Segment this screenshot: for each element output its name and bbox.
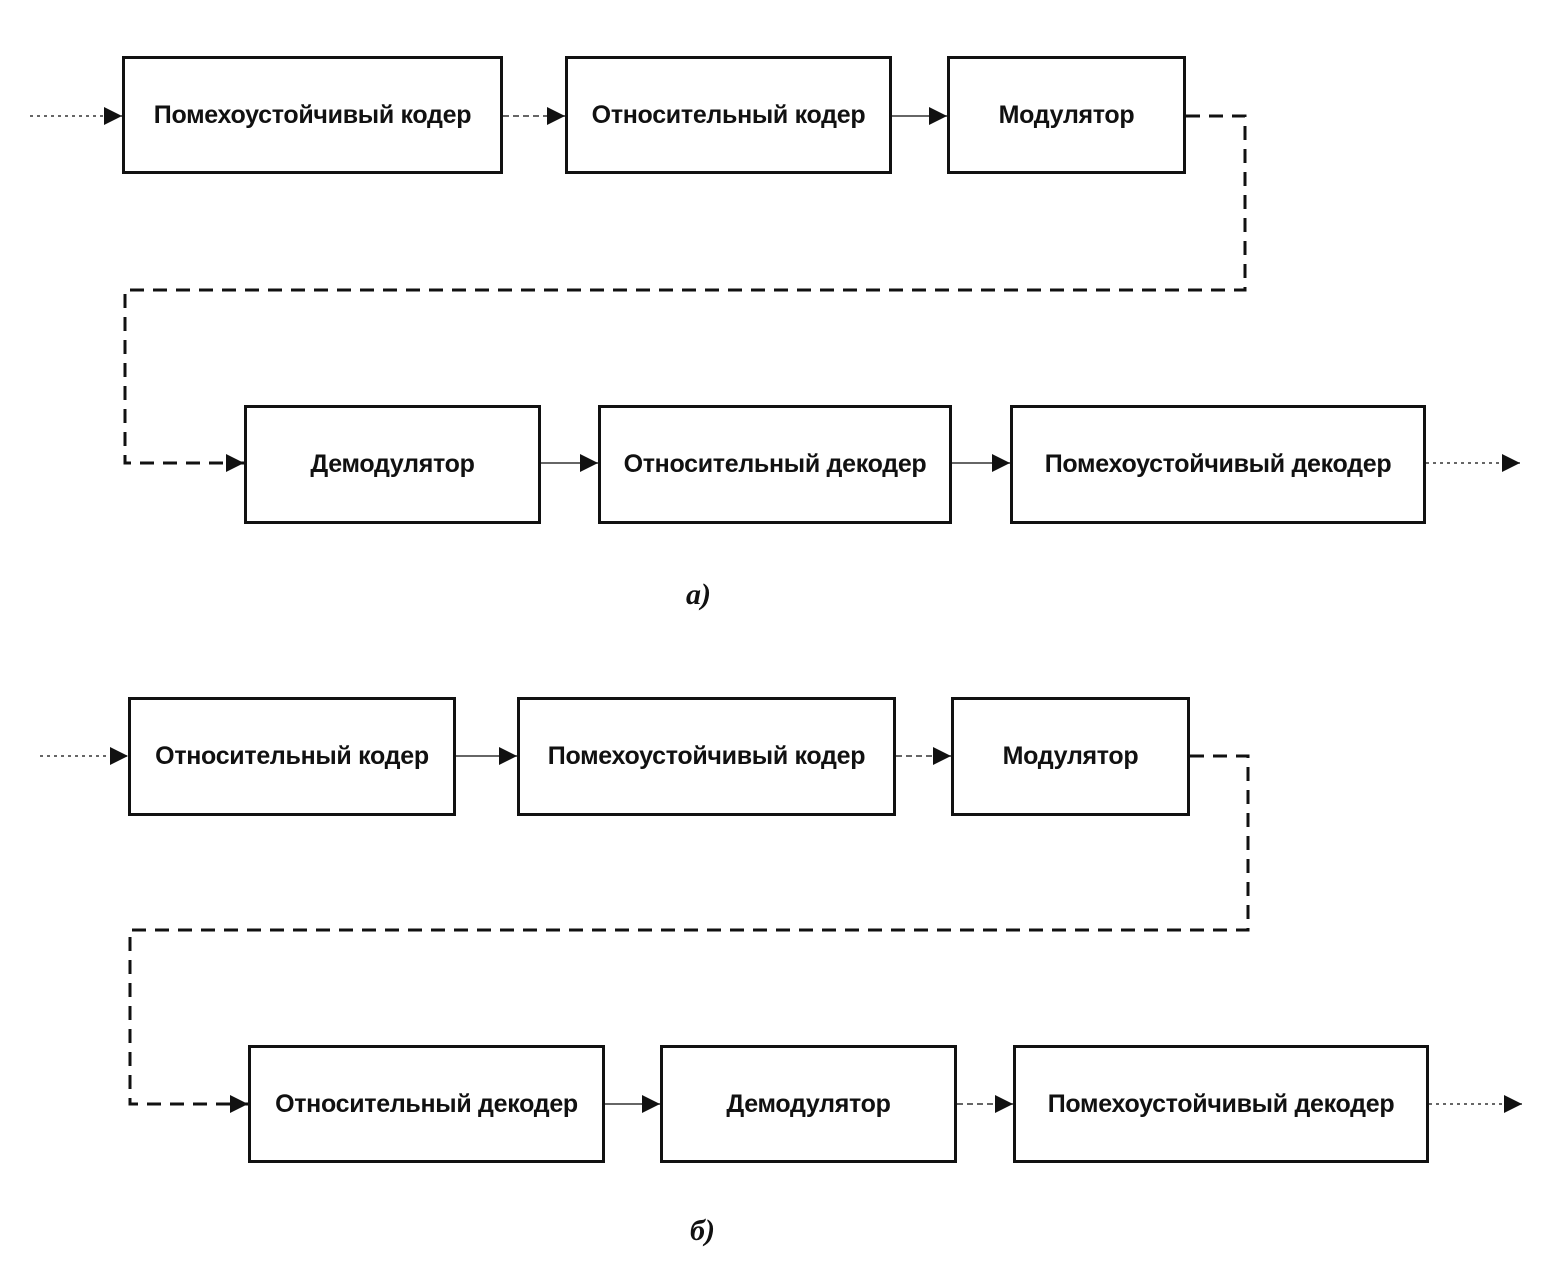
block-b-modulator: Модулятор	[951, 697, 1190, 816]
block-a-demodulator: Демодулятор	[244, 405, 541, 524]
diagram-a-connections	[30, 107, 1520, 472]
block-b-demodulator: Демодулятор	[660, 1045, 957, 1163]
caption-b: б)	[690, 1214, 715, 1247]
block-a-modulator: Модулятор	[947, 56, 1186, 174]
block-b-relative-decoder: Относительный декодер	[248, 1045, 605, 1163]
block-a-relative-decoder: Относительный декодер	[598, 405, 952, 524]
channel-line-b	[128, 754, 1250, 1113]
block-b-relative-coder: Относительный кодер	[128, 697, 456, 816]
block-a-noise-decoder: Помехоустойчивый декодер	[1010, 405, 1426, 524]
block-a-relative-coder: Относительный кодер	[565, 56, 892, 174]
caption-a: а)	[686, 578, 711, 611]
block-b-noise-decoder: Помехоустойчивый декодер	[1013, 1045, 1429, 1163]
block-b-noise-coder: Помехоустойчивый кодер	[517, 697, 896, 816]
diagram-b-connections	[40, 747, 1522, 1113]
channel-line-a	[123, 114, 1247, 472]
block-a-noise-coder: Помехоустойчивый кодер	[122, 56, 503, 174]
